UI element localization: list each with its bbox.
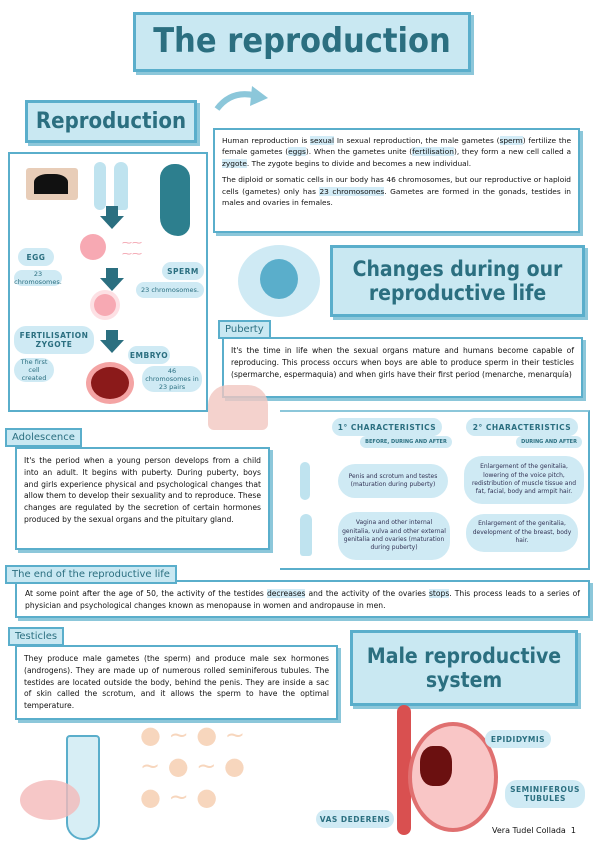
- adolescence-label: Adolescence: [5, 428, 82, 447]
- epididymis-label: EPIDIDYMIS: [485, 730, 551, 748]
- sperm-label: SPERM: [162, 262, 204, 280]
- fertilisation-diagram: ⁓⁓⁓⁓ EGG 23 chromosomes. SPERM 23 chromo…: [8, 152, 208, 412]
- arrow-down-icon: [100, 268, 124, 291]
- female-primary-characteristics: Vagina and other internal genitalia, vul…: [338, 512, 450, 560]
- reproduction-heading: Reproduction: [25, 100, 197, 143]
- egg-label: EGG: [18, 248, 54, 266]
- sperm-icon: ⁓⁓⁓⁓: [122, 238, 142, 260]
- reproduction-paragraph-1: Human reproduction is sexual In sexual r…: [222, 136, 572, 168]
- female-figure-icon: [114, 162, 128, 210]
- vas-deferens-icon: [397, 705, 411, 835]
- page-title: The reproduction: [133, 12, 471, 72]
- sperm-decoration-icon: ● ~ ● ~~ ● ~ ●● ~ ●: [140, 721, 245, 812]
- uterus-icon: [20, 780, 80, 820]
- sperm-description: 23 chromosomes.: [136, 282, 204, 298]
- female-figure-icon: [300, 514, 312, 556]
- embryo-label: EMBRYO: [128, 346, 170, 364]
- footer: Vera Tudel Collada 1: [492, 826, 576, 835]
- testicles-text: They produce male gametes (the sperm) an…: [15, 645, 338, 720]
- embryo-icon: [86, 362, 134, 404]
- author: Vera Tudel Collada: [492, 826, 566, 835]
- puberty-text: It's the time in life when the sexual or…: [222, 337, 583, 398]
- embryo-description: 46 chromosomes in 23 pairs: [142, 366, 202, 392]
- male-secondary-characteristics: Enlargement of the genitalia, lowering o…: [464, 456, 584, 504]
- arrow-down-icon: [100, 330, 124, 353]
- ultrasound-icon: [26, 168, 78, 200]
- end-reproductive-life-label: The end of the reproductive life: [5, 565, 177, 584]
- page-number: 1: [570, 826, 577, 835]
- end-reproductive-life-text: At some point after the age of 50, the a…: [15, 580, 590, 618]
- zygote-description: The first cell created: [14, 358, 54, 382]
- changes-heading: Changes during our reproductive life: [330, 245, 585, 317]
- primary-characteristics-heading: 1° CHARACTERISTICS: [332, 418, 442, 436]
- male-figure-icon: [300, 462, 310, 500]
- curved-arrow-icon: [214, 86, 268, 111]
- male-reproductive-heading: Male reproductive system: [350, 630, 578, 706]
- pregnant-woman-icon: [160, 164, 190, 236]
- egg-icon: [80, 234, 106, 260]
- egg-description: 23 chromosomes.: [14, 270, 62, 286]
- testis-illustration-icon: [408, 722, 498, 832]
- adolescence-text: It's the period when a young person deve…: [15, 447, 270, 550]
- testicles-label: Testicles: [8, 627, 65, 646]
- female-secondary-characteristics: Enlargement of the genitalia, developmen…: [466, 514, 578, 552]
- teen-figure-icon: [208, 385, 268, 430]
- characteristics-panel: 1° CHARACTERISTICS BEFORE, DURING AND AF…: [280, 410, 590, 570]
- zygote-icon: [94, 294, 116, 316]
- secondary-characteristics-sub: DURING AND AFTER: [516, 436, 582, 448]
- male-figure-icon: [94, 162, 106, 210]
- primary-characteristics-sub: BEFORE, DURING AND AFTER: [360, 436, 452, 448]
- reproduction-paragraph-2: The diploid or somatic cells in our body…: [222, 175, 571, 208]
- puberty-label: Puberty: [218, 320, 271, 339]
- fetus-icon: [238, 245, 320, 317]
- vas-deferens-label: VAS DEDERENS: [316, 810, 394, 828]
- secondary-characteristics-heading: 2° CHARACTERISTICS: [466, 418, 578, 436]
- arrow-down-icon: [100, 206, 124, 229]
- male-primary-characteristics: Penis and scrotum and testes (maturation…: [338, 464, 448, 498]
- reproduction-text: Human reproduction is sexual In sexual r…: [213, 128, 580, 233]
